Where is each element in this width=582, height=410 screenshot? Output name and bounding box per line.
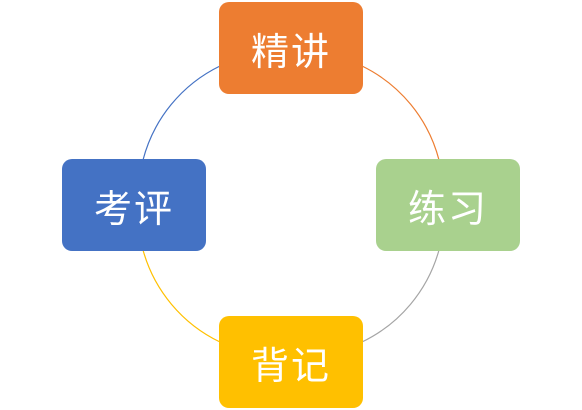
node-label: 背记 (250, 343, 331, 388)
arc-top-to-right (361, 65, 440, 161)
arc-left-to-top (142, 65, 221, 161)
node-jingjiang: 精讲 (219, 2, 363, 94)
node-label: 考评 (93, 186, 174, 231)
node-lianxi: 练习 (376, 159, 520, 251)
node-kaoping: 考评 (62, 159, 206, 251)
node-label: 精讲 (250, 29, 331, 74)
node-label: 练习 (407, 186, 488, 231)
arc-right-to-bottom (361, 249, 440, 343)
arc-bottom-to-left (142, 249, 221, 343)
node-beiji: 背记 (219, 316, 363, 408)
